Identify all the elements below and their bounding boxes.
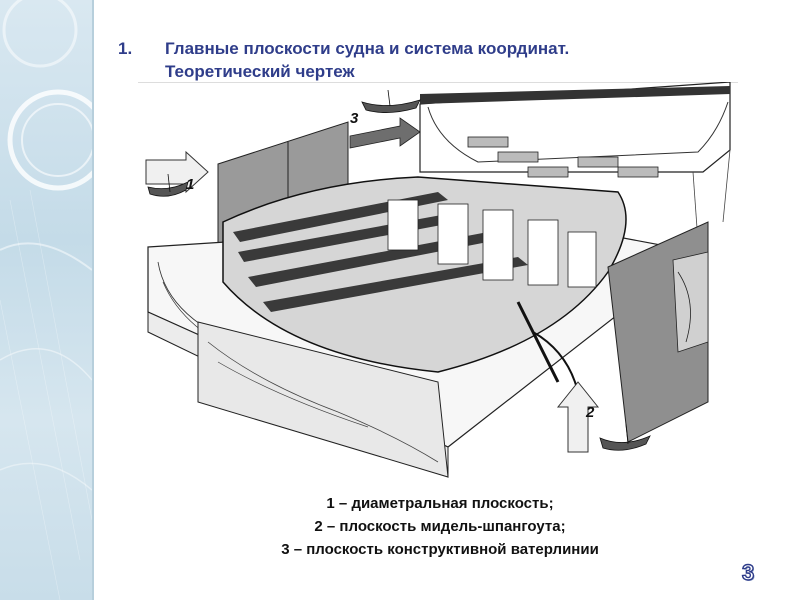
- figure-caption: 1 – диаметральная плоскость; 2 – плоскос…: [140, 492, 740, 561]
- decorative-sidebar: [0, 0, 92, 600]
- ship-theoretical-drawing-svg: [138, 82, 738, 478]
- decorative-swirl-graphic: [0, 0, 92, 600]
- title-line-1: Главные плоскости судна и система коорди…: [165, 39, 570, 58]
- ship-planes-illustration: [138, 82, 738, 484]
- plane-label-2: 2: [586, 404, 595, 421]
- list-number: 1.: [118, 39, 133, 58]
- caption-line-1: 1 – диаметральная плоскость;: [326, 495, 554, 512]
- caption-line-3: 3 – плоскость конструктивной ватерлинии: [281, 541, 599, 558]
- title-line-2: Теоретический чертеж: [165, 62, 355, 81]
- plane-label-1: 1: [186, 176, 195, 193]
- small-ship-icon: [147, 89, 651, 451]
- caption-line-2: 2 – плоскость мидель-шпангоута;: [314, 518, 566, 535]
- plane-label-3: 3: [350, 110, 359, 127]
- page-number: 3: [741, 559, 755, 585]
- sidebar-divider: [92, 0, 94, 600]
